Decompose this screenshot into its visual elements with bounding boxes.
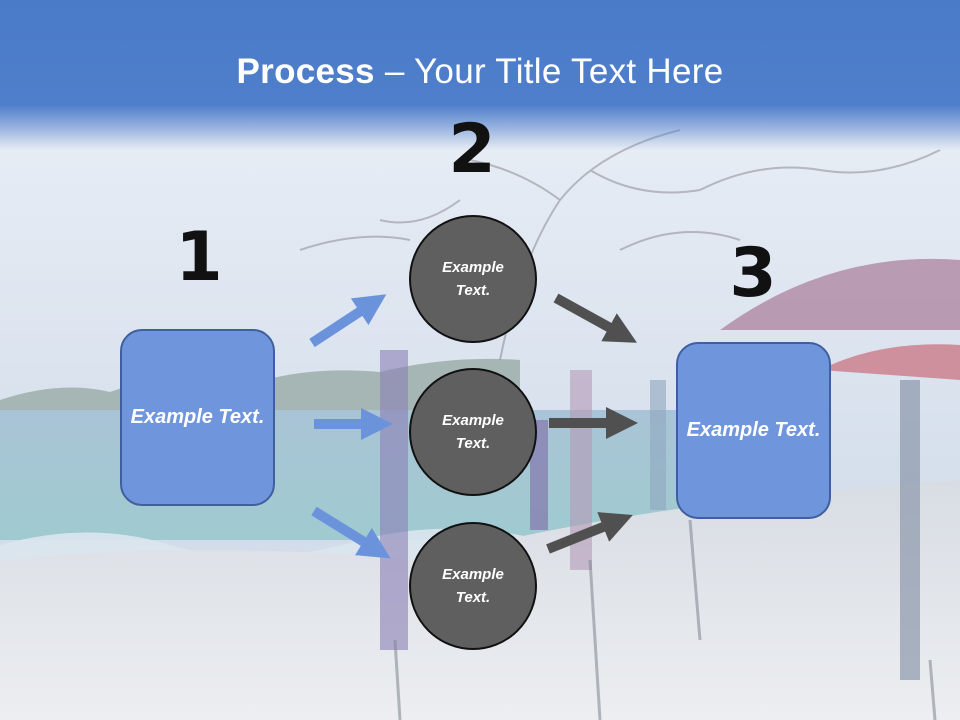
step-2-circle-top: Example Text. (409, 215, 537, 343)
circle-bottom-text: Example Text. (442, 565, 504, 606)
title-bold: Process (236, 52, 375, 91)
step-1-box: Example Text. (120, 329, 275, 506)
title-rest: Your Title Text Here (414, 52, 724, 91)
step-3-text: Example Text. (686, 419, 821, 441)
step-2-circle-middle: Example Text. (409, 368, 537, 496)
step-1-text: Example Text. (130, 406, 265, 428)
arrow-icon (553, 293, 638, 343)
step-3-box: Example Text. (676, 342, 831, 519)
step-number-2: 2 (448, 110, 496, 189)
title-band (0, 0, 960, 150)
title-dash: – (374, 52, 414, 91)
arrow-icon (546, 512, 633, 554)
circle-middle-text: Example Text. (442, 411, 504, 452)
page-title: Process – Your Title Text Here (0, 52, 960, 92)
step-number-3: 3 (729, 234, 777, 313)
circle-top-text: Example Text. (442, 258, 504, 299)
arrow-icon (311, 506, 391, 559)
step-number-1: 1 (175, 218, 223, 297)
step-2-circle-bottom: Example Text. (409, 522, 537, 650)
arrow-icon (309, 294, 387, 348)
